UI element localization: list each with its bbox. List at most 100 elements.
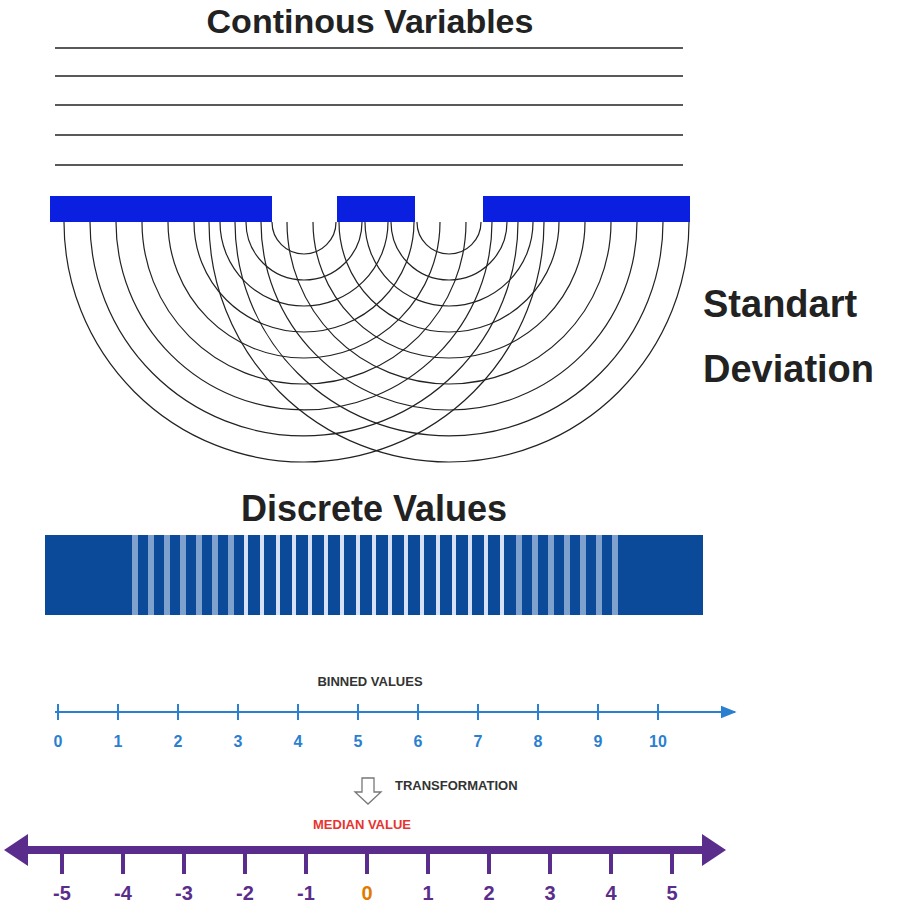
tick-label: 1 bbox=[114, 733, 123, 751]
tick bbox=[548, 850, 552, 874]
tick bbox=[237, 704, 239, 720]
tick-label: 10 bbox=[649, 733, 667, 751]
axis-title: MEDIAN VALUE bbox=[313, 818, 411, 833]
binned-axis bbox=[55, 704, 735, 720]
tick bbox=[417, 704, 419, 720]
slit-barrier bbox=[50, 196, 690, 222]
fringe bbox=[340, 535, 344, 615]
step-label: TRANSFORMATION bbox=[395, 779, 518, 794]
fringe bbox=[324, 535, 328, 615]
tick-label: -1 bbox=[297, 882, 315, 905]
tick bbox=[182, 850, 186, 874]
fringe bbox=[612, 535, 618, 615]
axis-title: BINNED VALUES bbox=[317, 675, 422, 690]
arc bbox=[339, 222, 559, 332]
arc bbox=[261, 222, 637, 410]
tick-label: 3 bbox=[234, 733, 243, 751]
fringe bbox=[308, 535, 312, 615]
tick-label: -3 bbox=[175, 882, 193, 905]
tick-label: 0 bbox=[54, 733, 63, 751]
fringe bbox=[532, 535, 538, 615]
tick bbox=[121, 850, 125, 874]
tick bbox=[304, 850, 308, 874]
tick bbox=[365, 850, 369, 874]
side-label: Standart Deviation bbox=[703, 272, 889, 401]
tick-label: 7 bbox=[474, 733, 483, 751]
tick-label: 5 bbox=[666, 882, 677, 905]
fringe bbox=[436, 535, 440, 615]
tick bbox=[297, 704, 299, 720]
fringe bbox=[372, 535, 376, 615]
arc bbox=[272, 222, 336, 254]
arc bbox=[417, 222, 481, 254]
title: Continous Variables bbox=[207, 2, 534, 41]
tick-label: 1 bbox=[422, 882, 433, 905]
arc bbox=[391, 222, 507, 280]
tick-label: 0 bbox=[361, 882, 372, 905]
fringe bbox=[516, 535, 522, 615]
arc bbox=[116, 222, 492, 410]
tick bbox=[243, 850, 247, 874]
fringe bbox=[468, 535, 472, 615]
tick-label: 6 bbox=[414, 733, 423, 751]
arc bbox=[142, 222, 466, 384]
arc bbox=[365, 222, 533, 306]
tick-label: 3 bbox=[544, 882, 555, 905]
fringe bbox=[404, 535, 408, 615]
tick-label: -4 bbox=[114, 882, 132, 905]
arc bbox=[209, 222, 689, 462]
tick bbox=[477, 704, 479, 720]
fringe bbox=[484, 535, 488, 615]
fringe bbox=[500, 535, 504, 615]
fringe bbox=[452, 535, 456, 615]
tick-label: -2 bbox=[236, 882, 254, 905]
fringe bbox=[132, 535, 138, 615]
fringe bbox=[260, 535, 264, 615]
median-axis bbox=[4, 834, 726, 874]
tick bbox=[177, 704, 179, 720]
tick bbox=[60, 850, 64, 874]
tick bbox=[609, 850, 613, 874]
tick bbox=[657, 704, 659, 720]
fringe bbox=[148, 535, 154, 615]
tick-label: 5 bbox=[354, 733, 363, 751]
arc bbox=[235, 222, 663, 436]
fringe bbox=[388, 535, 392, 615]
fringe bbox=[244, 535, 248, 615]
arc bbox=[287, 222, 611, 384]
tick bbox=[357, 704, 359, 720]
tick bbox=[426, 850, 430, 874]
tick-label: 4 bbox=[605, 882, 616, 905]
arc bbox=[90, 222, 518, 436]
fringe bbox=[420, 535, 424, 615]
tick-label: 4 bbox=[294, 733, 303, 751]
tick bbox=[537, 704, 539, 720]
fringe bbox=[276, 535, 280, 615]
fringe bbox=[580, 535, 586, 615]
fringe bbox=[164, 535, 170, 615]
fringe-band bbox=[45, 535, 703, 615]
diffraction-arcs bbox=[64, 222, 689, 462]
tick-label: 2 bbox=[483, 882, 494, 905]
tick bbox=[487, 850, 491, 874]
fringe-stripes bbox=[132, 535, 618, 615]
tick-label: 2 bbox=[174, 733, 183, 751]
arc bbox=[194, 222, 414, 332]
fringe bbox=[596, 535, 602, 615]
transform-arrow bbox=[355, 778, 381, 804]
tick bbox=[597, 704, 599, 720]
fringe bbox=[228, 535, 234, 615]
fringe bbox=[196, 535, 202, 615]
tick bbox=[57, 704, 59, 720]
fringe bbox=[180, 535, 186, 615]
fringe bbox=[212, 535, 218, 615]
fringe bbox=[564, 535, 570, 615]
fringe bbox=[292, 535, 296, 615]
fringe bbox=[356, 535, 360, 615]
tick-label: 9 bbox=[594, 733, 603, 751]
tick bbox=[670, 850, 674, 874]
fringe bbox=[548, 535, 554, 615]
section-heading: Discrete Values bbox=[241, 488, 507, 529]
arc bbox=[313, 222, 585, 358]
tick bbox=[117, 704, 119, 720]
